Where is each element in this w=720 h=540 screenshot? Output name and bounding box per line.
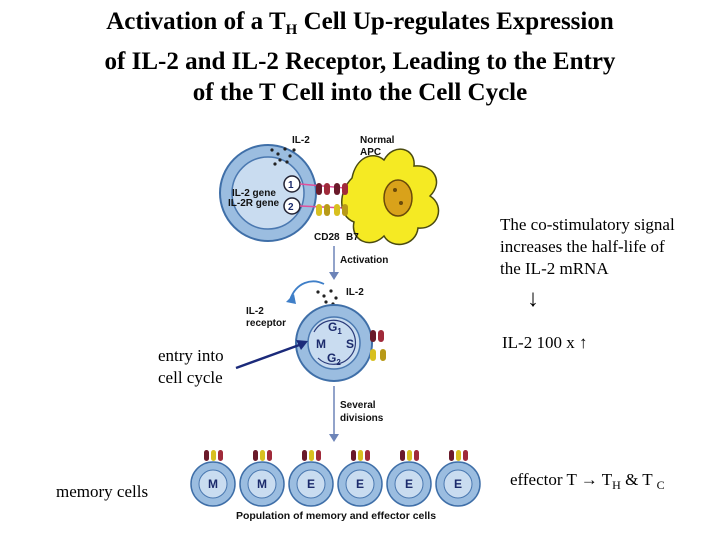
label-il2r-gene: IL-2R gene	[228, 198, 280, 209]
label-cd28: CD28	[314, 232, 340, 243]
apc-cell	[342, 149, 439, 244]
cycling-t-cell: G1 M S G2	[296, 305, 372, 381]
effector-note: effector T → TH & T C	[510, 469, 665, 496]
costim-line-2: increases the half-life of	[500, 236, 675, 258]
label-population: Population of memory and effector cells	[236, 510, 436, 522]
label-activation: Activation	[340, 255, 388, 266]
label-b7: B7	[346, 232, 359, 243]
population-cell: E	[387, 450, 431, 506]
population-cell-letter: E	[307, 477, 315, 491]
label-several: Several	[340, 400, 376, 411]
population-cell-letter: M	[257, 477, 267, 491]
marker-1: 1	[288, 180, 294, 191]
entry-line-1: entry into	[158, 345, 224, 367]
marker-2: 2	[288, 202, 294, 213]
costim-note: The co-stimulatory signal increases the …	[500, 214, 675, 280]
il2-increase-note: IL-2 100 x ↑	[502, 332, 587, 354]
divisions-arrow	[329, 386, 339, 442]
population-cell-letter: E	[454, 477, 462, 491]
costim-line-3: the IL-2 mRNA	[500, 258, 675, 280]
label-normal: Normal	[360, 135, 395, 146]
label-il2-receptor-2: receptor	[246, 318, 286, 329]
population-cell: M	[191, 450, 235, 506]
population-cell: M	[240, 450, 284, 506]
entry-line-2: cell cycle	[158, 367, 224, 389]
phase-s: S	[346, 337, 354, 351]
phase-m: M	[316, 337, 326, 351]
label-il2-top: IL-2	[292, 135, 310, 146]
label-apc: APC	[360, 147, 381, 158]
memory-cells-note: memory cells	[56, 481, 148, 503]
population-cell: E	[338, 450, 382, 506]
il2-secretion-mid	[316, 289, 337, 305]
label-divisions: divisions	[340, 413, 384, 424]
population-cell: E	[289, 450, 333, 506]
population-cell-letter: M	[208, 477, 218, 491]
population-cell-letter: E	[356, 477, 364, 491]
down-arrow: ↓	[527, 288, 539, 310]
entry-note: entry into cell cycle	[158, 345, 224, 389]
label-il2-mid: IL-2	[346, 287, 364, 298]
costim-line-1: The co-stimulatory signal	[500, 214, 675, 236]
population-cell: E	[436, 450, 480, 506]
population-cell-letter: E	[405, 477, 413, 491]
label-il2-receptor-1: IL-2	[246, 306, 264, 317]
activation-arrow	[329, 246, 339, 280]
